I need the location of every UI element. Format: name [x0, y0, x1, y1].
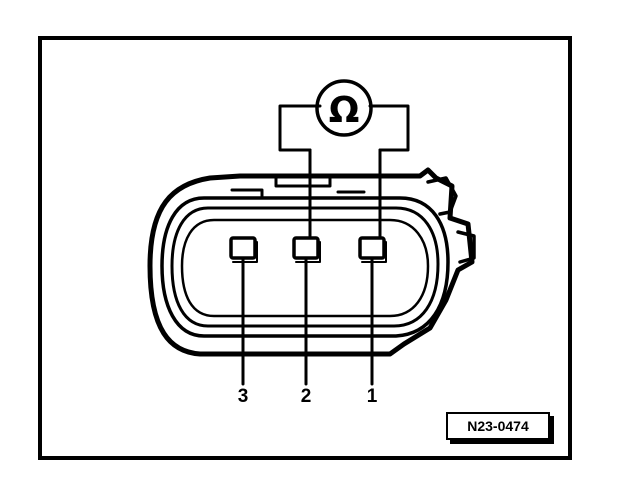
pin-1	[358, 236, 386, 260]
connector-rim-3	[180, 218, 430, 318]
connector-housing-outer	[147, 167, 475, 357]
meter-bracket	[278, 104, 410, 152]
reference-code-box: N23-0474	[446, 412, 550, 440]
latch-tab-left	[230, 188, 264, 198]
pin-number-1: 1	[366, 386, 378, 407]
locking-lug-lower	[456, 230, 476, 264]
ohmmeter-circle	[315, 79, 373, 137]
latch-tab-center	[274, 176, 332, 188]
locking-lug	[426, 176, 458, 216]
pin-number-3: 3	[237, 386, 249, 407]
pin-number-2: 2	[300, 386, 312, 407]
connector-rim-2	[170, 206, 440, 328]
pin-2	[292, 236, 320, 260]
pin-3	[229, 236, 257, 260]
reference-code: N23-0474	[467, 418, 529, 434]
connector-rim-1	[160, 196, 450, 338]
ohm-symbol: Ω	[329, 90, 360, 131]
